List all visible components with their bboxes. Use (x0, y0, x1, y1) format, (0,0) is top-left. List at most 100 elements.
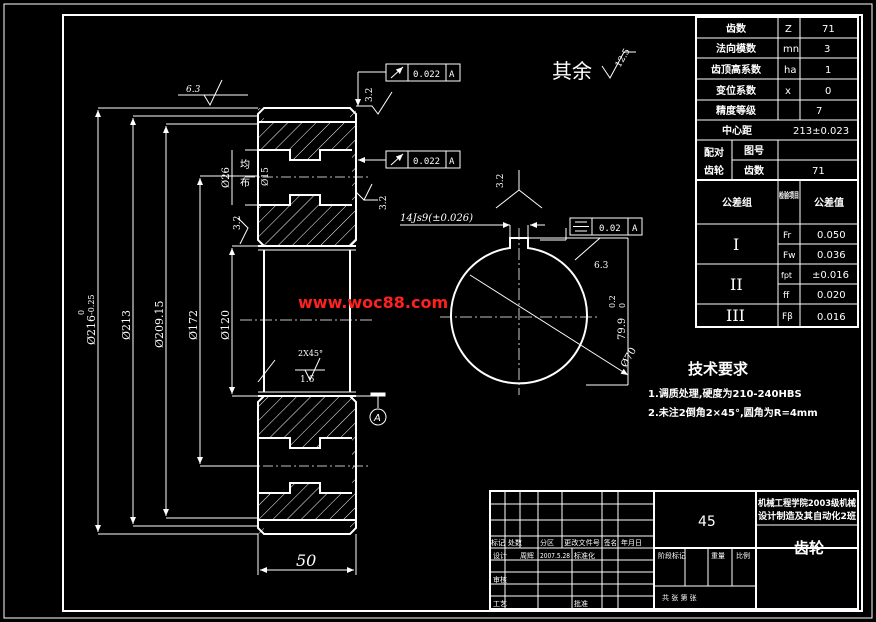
params-table (695, 16, 859, 328)
tech-req-title: 技术要求 (688, 360, 749, 378)
ra-63-top: 6.3 (186, 85, 201, 95)
datum-a-symbol (352, 392, 387, 426)
stage-label: 阶段标记 (658, 551, 686, 560)
drawing-no-label: 图号 (744, 145, 764, 157)
hdr-doc: 更改文件号 (564, 538, 600, 547)
review-label: 审核 (493, 575, 507, 584)
tol-sym: Fr (783, 231, 792, 241)
gear-section-view (257, 107, 357, 535)
param-name: 齿数 (726, 22, 747, 35)
tol-group: I (733, 235, 739, 254)
param-sym: x (785, 86, 791, 97)
dim-dia-213: Ø213 (120, 310, 133, 340)
outer-border (3, 3, 873, 619)
param-sym: mn (783, 44, 799, 55)
dim-dia-216: Ø216 (85, 315, 98, 345)
scale-label: 比例 (736, 551, 750, 560)
param-sym: Z (785, 24, 792, 35)
hub-dimensions (400, 170, 629, 386)
material: 45 (698, 514, 716, 530)
dim-dia-216-tol-low: -0.25 (87, 294, 96, 315)
part-name: 齿轮 (794, 539, 824, 557)
runout-2-value: 0.022 (413, 157, 440, 167)
pair-label: 配对 (704, 146, 724, 159)
hdr-count: 处数 (508, 538, 522, 547)
teeth-label: 齿数 (744, 164, 765, 177)
hdr-mark: 标记 (491, 538, 505, 547)
diameter-dimensions (95, 107, 357, 575)
pair-gear-label: 齿轮 (704, 164, 724, 177)
dim-dia-26: Ø26 (221, 167, 232, 188)
ra-32-a: 3.2 (365, 88, 375, 102)
key-depth-tol-up: 0.2 (608, 295, 617, 308)
sheets-label: 共 张 第 张 (662, 593, 697, 602)
tech-req-item: 1.调质处理,硬度为210-240HBS (648, 387, 802, 400)
tol-val: 0.016 (817, 312, 846, 323)
hdr-zone: 分区 (540, 538, 554, 547)
roughness-rest-value: 12.5 (614, 47, 633, 70)
title-block (489, 490, 859, 610)
tol-group-header: 公差组 (722, 196, 752, 209)
runout-frame-1 (355, 63, 461, 106)
pair-teeth-value: 71 (812, 166, 825, 177)
datum-a-label: A (373, 413, 381, 424)
hub-dia: Ø70 (619, 346, 639, 370)
tol-val: 0.050 (817, 230, 846, 241)
key-depth-tol-low: 0 (618, 303, 627, 308)
param-name: 精度等级 (716, 104, 757, 117)
ra-32-hub: 3.2 (496, 174, 506, 188)
design-date: 2007.5.28 (540, 552, 570, 560)
ra-32-b: 3.2 (379, 196, 389, 210)
designer: 周辉 (520, 552, 534, 560)
symmetry-value: 0.02 (599, 224, 621, 234)
hub-keyway-view (450, 237, 588, 385)
tol-group: II (730, 275, 743, 294)
ra-16: 1.6 (300, 375, 315, 385)
runout-2-datum: A (449, 157, 455, 167)
param-val: 1 (825, 65, 831, 76)
check-item-header: 检验项目 (779, 190, 799, 200)
tol-sym: ff (783, 291, 790, 301)
roughness-rest-label: 其余 (552, 59, 592, 83)
param-name: 变位系数 (716, 84, 757, 97)
hdr-date: 年月日 (621, 538, 642, 547)
param-val: 3 (824, 44, 830, 55)
dim-width-50: 50 (296, 551, 316, 570)
symmetry-datum: A (632, 224, 638, 234)
param-val: 71 (822, 24, 835, 35)
even-label: 布 (240, 177, 250, 189)
tol-val: ±0.016 (812, 270, 849, 281)
param-name: 中心距 (722, 124, 752, 137)
symmetry-frame (569, 217, 643, 236)
dim-dia-216-tol-up: 0 (77, 310, 86, 315)
school-line-2: 设计制造及其自动化2班 (758, 510, 856, 522)
tech-req-item: 2.未注2倒角2×45°,圆角为R=4mm (648, 406, 818, 419)
param-name: 法向模数 (716, 42, 757, 55)
roughness-rest-symbol (601, 51, 636, 79)
param-val: 213±0.023 (793, 126, 849, 137)
dim-dia-172: Ø172 (187, 310, 200, 340)
tol-sym: Fw (783, 251, 796, 261)
param-sym: ha (784, 65, 796, 76)
inner-border (62, 14, 863, 612)
approve-label: 批准 (574, 599, 588, 608)
dim-dia-15: Ø15 (260, 167, 271, 186)
weight-label: 重量 (711, 552, 725, 560)
runout-1-datum: A (449, 70, 455, 80)
runout-1-value: 0.022 (413, 70, 440, 80)
even-label: 均 (240, 159, 250, 171)
param-val: 7 (816, 106, 822, 117)
tol-value-header: 公差值 (814, 196, 844, 209)
tol-sym: fpt (781, 271, 792, 280)
dim-dia-120: Ø120 (219, 310, 232, 340)
watermark: www.woc88.com (298, 293, 448, 312)
hdr-sign: 签名 (604, 538, 617, 547)
ra-32-c: 3.2 (233, 216, 243, 230)
tol-val: 0.036 (817, 250, 846, 261)
param-val: 0 (825, 86, 831, 97)
std-label: 标准化 (574, 551, 595, 560)
roughness-symbols (178, 79, 393, 382)
runout-frame-2 (358, 150, 461, 169)
key-depth: 79.9 (617, 318, 628, 340)
